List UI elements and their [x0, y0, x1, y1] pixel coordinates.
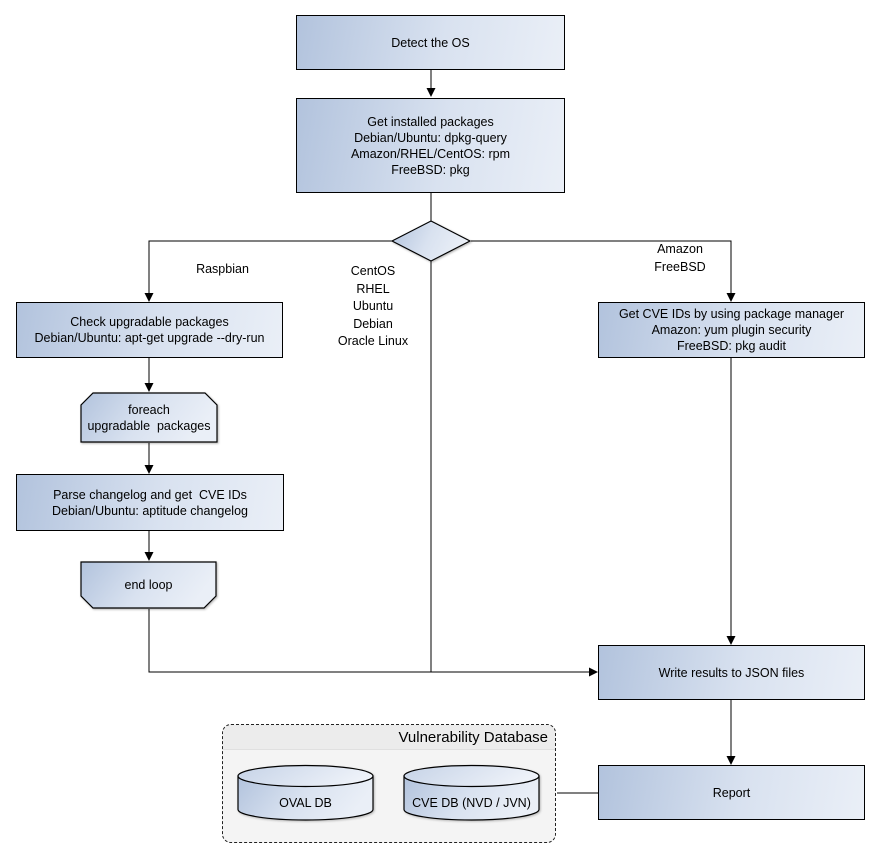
cylinder-body [237, 776, 374, 821]
arrowhead [589, 667, 598, 677]
node-detect-os: Detect the OS [296, 15, 565, 70]
cylinder-top [237, 764, 374, 788]
arrowhead [726, 293, 736, 302]
oval-db-cylinder: OVAL DB [237, 764, 374, 821]
arrowhead [144, 552, 154, 561]
node-label: end loop [124, 578, 173, 592]
node-label-line: FreeBSD: pkg audit [676, 339, 787, 353]
oval-db-label: OVAL DB [279, 795, 332, 810]
node-label: Detect the OS [391, 35, 470, 50]
arrowhead [144, 293, 154, 302]
branch-label-raspbian: Raspbian [196, 262, 249, 276]
node-label-line: Amazon/RHEL/CentOS: rpm [350, 146, 511, 161]
node-check-upgradable: Check upgradable packages Debian/Ubuntu:… [16, 302, 283, 358]
decision-diamond [391, 220, 471, 262]
node-get-cve-ids: Get CVE IDs by using package manager Ama… [598, 302, 865, 358]
vulnerability-database-title: Vulnerability Database [398, 728, 548, 746]
branch-label-amazon-freebsd: Amazon FreeBSD [654, 242, 706, 274]
cve-db-cylinder: CVE DB (NVD / JVN) [403, 764, 540, 821]
arrowhead [426, 88, 436, 97]
arrowhead [726, 636, 736, 645]
node-label: foreach upgradable packages [87, 402, 211, 433]
node-write-json: Write results to JSON files [598, 645, 865, 700]
node-label: Write results to JSON files [658, 665, 805, 680]
node-label-line: Debian/Ubuntu: apt-get upgrade --dry-run [34, 331, 265, 345]
cylinder-body [403, 776, 540, 821]
branch-label-os-list: CentOS RHEL Ubuntu Debian Oracle Linux [337, 264, 409, 348]
node-label: Report [712, 785, 751, 800]
node-parse-changelog: Parse changelog and get CVE IDs Debian/U… [16, 474, 284, 531]
node-foreach-loop-start: foreach upgradable packages [80, 392, 218, 443]
edge-endloop-to-json [148, 609, 589, 673]
edge-decision-to-getcve [471, 240, 732, 293]
loop-end-shape [80, 561, 217, 609]
cve-db-label: CVE DB (NVD / JVN) [412, 795, 531, 810]
arrowhead [144, 465, 154, 474]
node-end-loop: end loop [80, 561, 217, 609]
decision-diamond-shape [391, 220, 471, 262]
node-get-installed-packages: Get installed packages Debian/Ubuntu: dp… [296, 98, 565, 193]
cylinder-top [403, 764, 540, 788]
arrowhead [726, 756, 736, 765]
node-label-line: Check upgradable packages [70, 315, 229, 329]
node-label-line: FreeBSD: pkg [391, 162, 470, 177]
loop-start-shape [80, 392, 218, 443]
node-label-line: Get installed packages [367, 114, 494, 129]
arrowhead [144, 383, 154, 392]
node-label-line: Parse changelog and get CVE IDs [53, 487, 247, 502]
node-label-line: Debian/Ubuntu: dpkg-query [354, 130, 507, 145]
node-label-line: Amazon: yum plugin security [651, 323, 812, 337]
vulnerability-database-header: Vulnerability Database [223, 725, 555, 750]
node-report: Report [598, 765, 865, 820]
node-label-line: Debian/Ubuntu: aptitude changelog [52, 503, 248, 518]
edge-decision-to-check [148, 240, 393, 293]
node-label-line: Get CVE IDs by using package manager [618, 307, 845, 321]
